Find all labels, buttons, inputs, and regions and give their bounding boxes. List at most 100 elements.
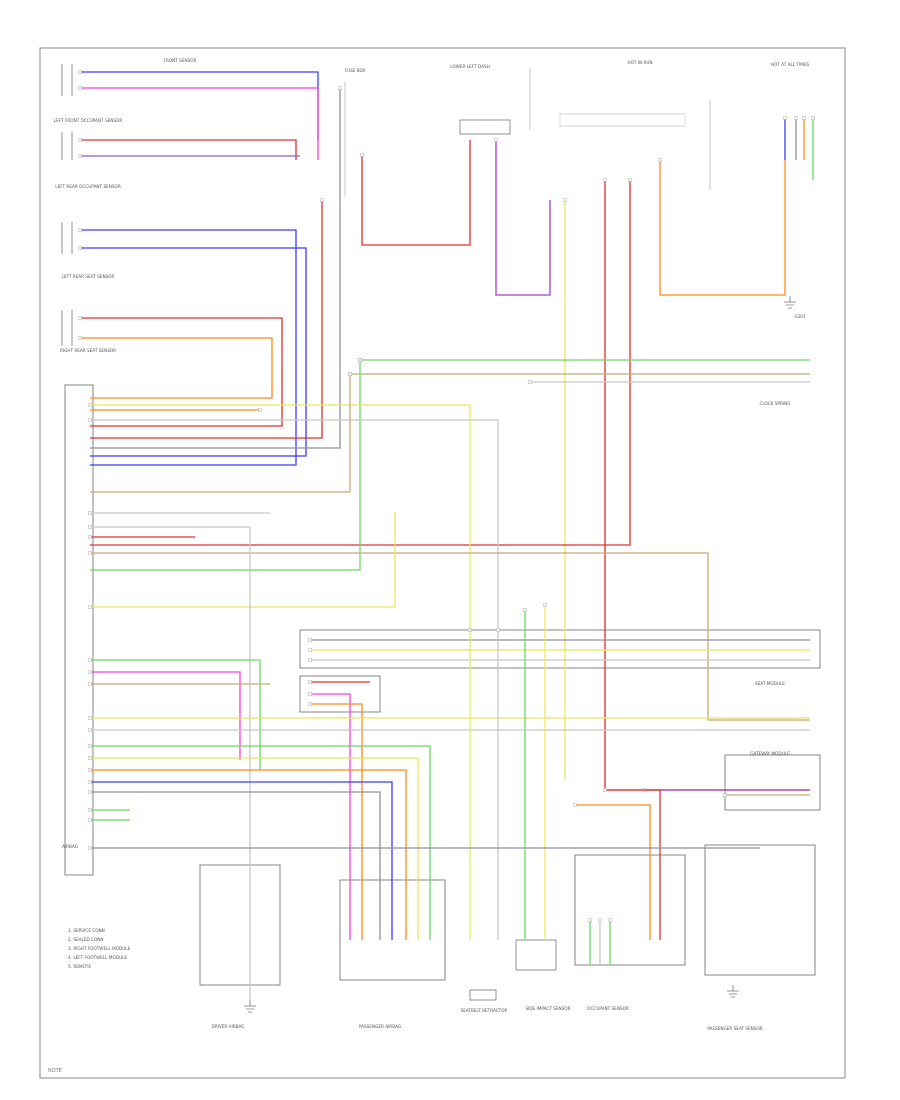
wire-terminal-49 — [88, 808, 92, 812]
driver-airbag-box — [199, 864, 281, 986]
module-label-layer: FRONT SENSOR LEFT FRONT OCCUPANT SENSOR LE… — [54, 58, 810, 1031]
wire-terminal-26 — [88, 418, 92, 422]
wire-terminal-8 — [320, 198, 324, 202]
wire-terminal-44 — [88, 744, 92, 748]
wire-terminal-5 — [78, 246, 82, 250]
wire-8 — [90, 200, 323, 439]
wire-16 — [659, 160, 786, 296]
wire-terminal-20 — [811, 116, 815, 120]
wire-terminal-9 — [258, 408, 262, 412]
module-label-front_sensor: FRONT SENSOR — [164, 58, 197, 63]
wire-55 — [575, 804, 651, 940]
figure-id: NOTE — [48, 1068, 62, 1074]
legend-item-3: 4. LEFT FOOTWELL MODULE — [68, 955, 127, 960]
gateway-connector-box — [299, 629, 821, 669]
wire-terminal-45 — [88, 756, 92, 760]
wire-terminal-16 — [658, 158, 662, 162]
ground-symbols — [244, 296, 796, 1013]
wire-4 — [80, 229, 297, 466]
module-label-passenger_airbag: PASSENGER AIRBAG — [359, 1024, 401, 1029]
occupant-sensor-box — [459, 119, 511, 135]
legend: 1. SERVICE CONN 2. SEALED CONN 3. RIGHT FO… — [68, 928, 131, 969]
wire-terminal-42 — [88, 716, 92, 720]
wire-terminal-19 — [802, 116, 806, 120]
wire-terminal-24 — [358, 358, 362, 362]
module-label-clock_spring: CLOCK SPRING — [759, 401, 790, 406]
wire-37 — [90, 671, 241, 760]
passenger-seat-sensor-box — [704, 844, 816, 976]
module-label-airbag_main: AIRBAG — [62, 844, 78, 849]
side-impact-sensor-connector — [515, 939, 557, 971]
wire-7 — [80, 337, 273, 399]
module-label-left_rear_sensor: LEFT REAR OCCUPANT SENSOR — [55, 184, 121, 189]
legend-item-0: 1. SERVICE CONN — [68, 928, 105, 933]
wire-1 — [80, 87, 319, 160]
wire-terminal-29 — [88, 605, 92, 609]
wire-terminal-30 — [88, 511, 92, 515]
wire-terminal-52 — [496, 628, 500, 632]
wire-terminal-17 — [783, 116, 787, 120]
module-label-side_sensor: SIDE IMPACT SENSOR — [525, 1006, 570, 1011]
wire-36 — [90, 659, 261, 770]
wire-terminal-46 — [88, 768, 92, 772]
wire-10 — [90, 88, 341, 449]
wire-terminal-59 — [588, 918, 592, 922]
module-label-right_rear_seat: RIGHT REAR SEAT SENSOR — [60, 348, 116, 353]
wire-27 — [90, 374, 351, 493]
wire-31 — [90, 526, 251, 1000]
module-label-occ_sensor: OCCUPANT SENSOR — [587, 1006, 629, 1011]
wire-terminal-50 — [88, 818, 92, 822]
wire-0 — [80, 71, 319, 140]
wire-terminal-36 — [88, 658, 92, 662]
wire-terminal-23 — [528, 380, 532, 384]
wire-41 — [310, 703, 363, 940]
sensor-connectors — [61, 64, 73, 346]
wire-terminal-11 — [360, 153, 364, 157]
seat-module-box — [724, 754, 821, 811]
clock-spring-box — [299, 675, 381, 713]
wire-layer — [78, 70, 815, 1000]
wire-11 — [361, 140, 471, 246]
side-sensor-box — [574, 854, 686, 966]
wire-6 — [80, 317, 283, 427]
module-label-lower_left_dash: LOWER LEFT DASH — [450, 64, 490, 69]
wire-terminal-14 — [603, 178, 607, 182]
wire-terminal-61 — [608, 918, 612, 922]
wire-26 — [90, 419, 499, 630]
wire-terminal-38 — [88, 682, 92, 686]
legend-item-4: 5. REMOTE — [68, 964, 91, 969]
module-label-left_front_sensor: LEFT FRONT OCCUPANT SENSOR — [54, 118, 123, 123]
module-label-gateway: GATEWAY MODULE — [750, 751, 790, 756]
legend-item-2: 3. RIGHT FOOTWELL MODULE — [68, 946, 131, 951]
wire-terminal-31 — [88, 525, 92, 529]
wire-terminal-13 — [563, 198, 567, 202]
wire-5 — [80, 247, 307, 457]
module-label-pass_seat_sensor: PASSENGER SEAT SENSOR — [707, 1026, 762, 1031]
module-label-driver_airbag: DRIVER AIRBAG — [211, 1024, 244, 1029]
wire-terminal-3 — [78, 154, 82, 158]
wire-12 — [495, 140, 551, 296]
wire-terminal-0 — [78, 70, 82, 74]
wire-terminal-32 — [88, 535, 92, 539]
module-label-hot_at_all_times: HOT AT ALL TIMES — [771, 62, 810, 67]
legend-item-1: 2. SEALED CONN — [68, 937, 104, 942]
module-label-fuse_box: FUSE BOX — [345, 68, 366, 73]
wire-terminal-53 — [523, 608, 527, 612]
wire-terminal-33 — [308, 638, 312, 642]
module-label-seatbelt_ret: SEATBELT RETRACTOR — [461, 1008, 508, 1013]
wire-terminal-62 — [88, 846, 92, 850]
wire-terminal-48 — [88, 790, 92, 794]
wire-46 — [90, 769, 407, 940]
wire-terminal-28 — [88, 551, 92, 555]
wire-terminal-15 — [628, 178, 632, 182]
module-label-seat_module: SEAT MODULE — [755, 681, 785, 686]
wire-terminal-10 — [338, 86, 342, 90]
rail-layer — [344, 68, 711, 196]
wire-terminal-4 — [78, 228, 82, 232]
wire-29 — [90, 512, 396, 608]
wire-terminal-12 — [494, 138, 498, 142]
wire-15 — [90, 180, 631, 546]
wire-40 — [310, 693, 351, 940]
wire-terminal-39 — [308, 680, 312, 684]
